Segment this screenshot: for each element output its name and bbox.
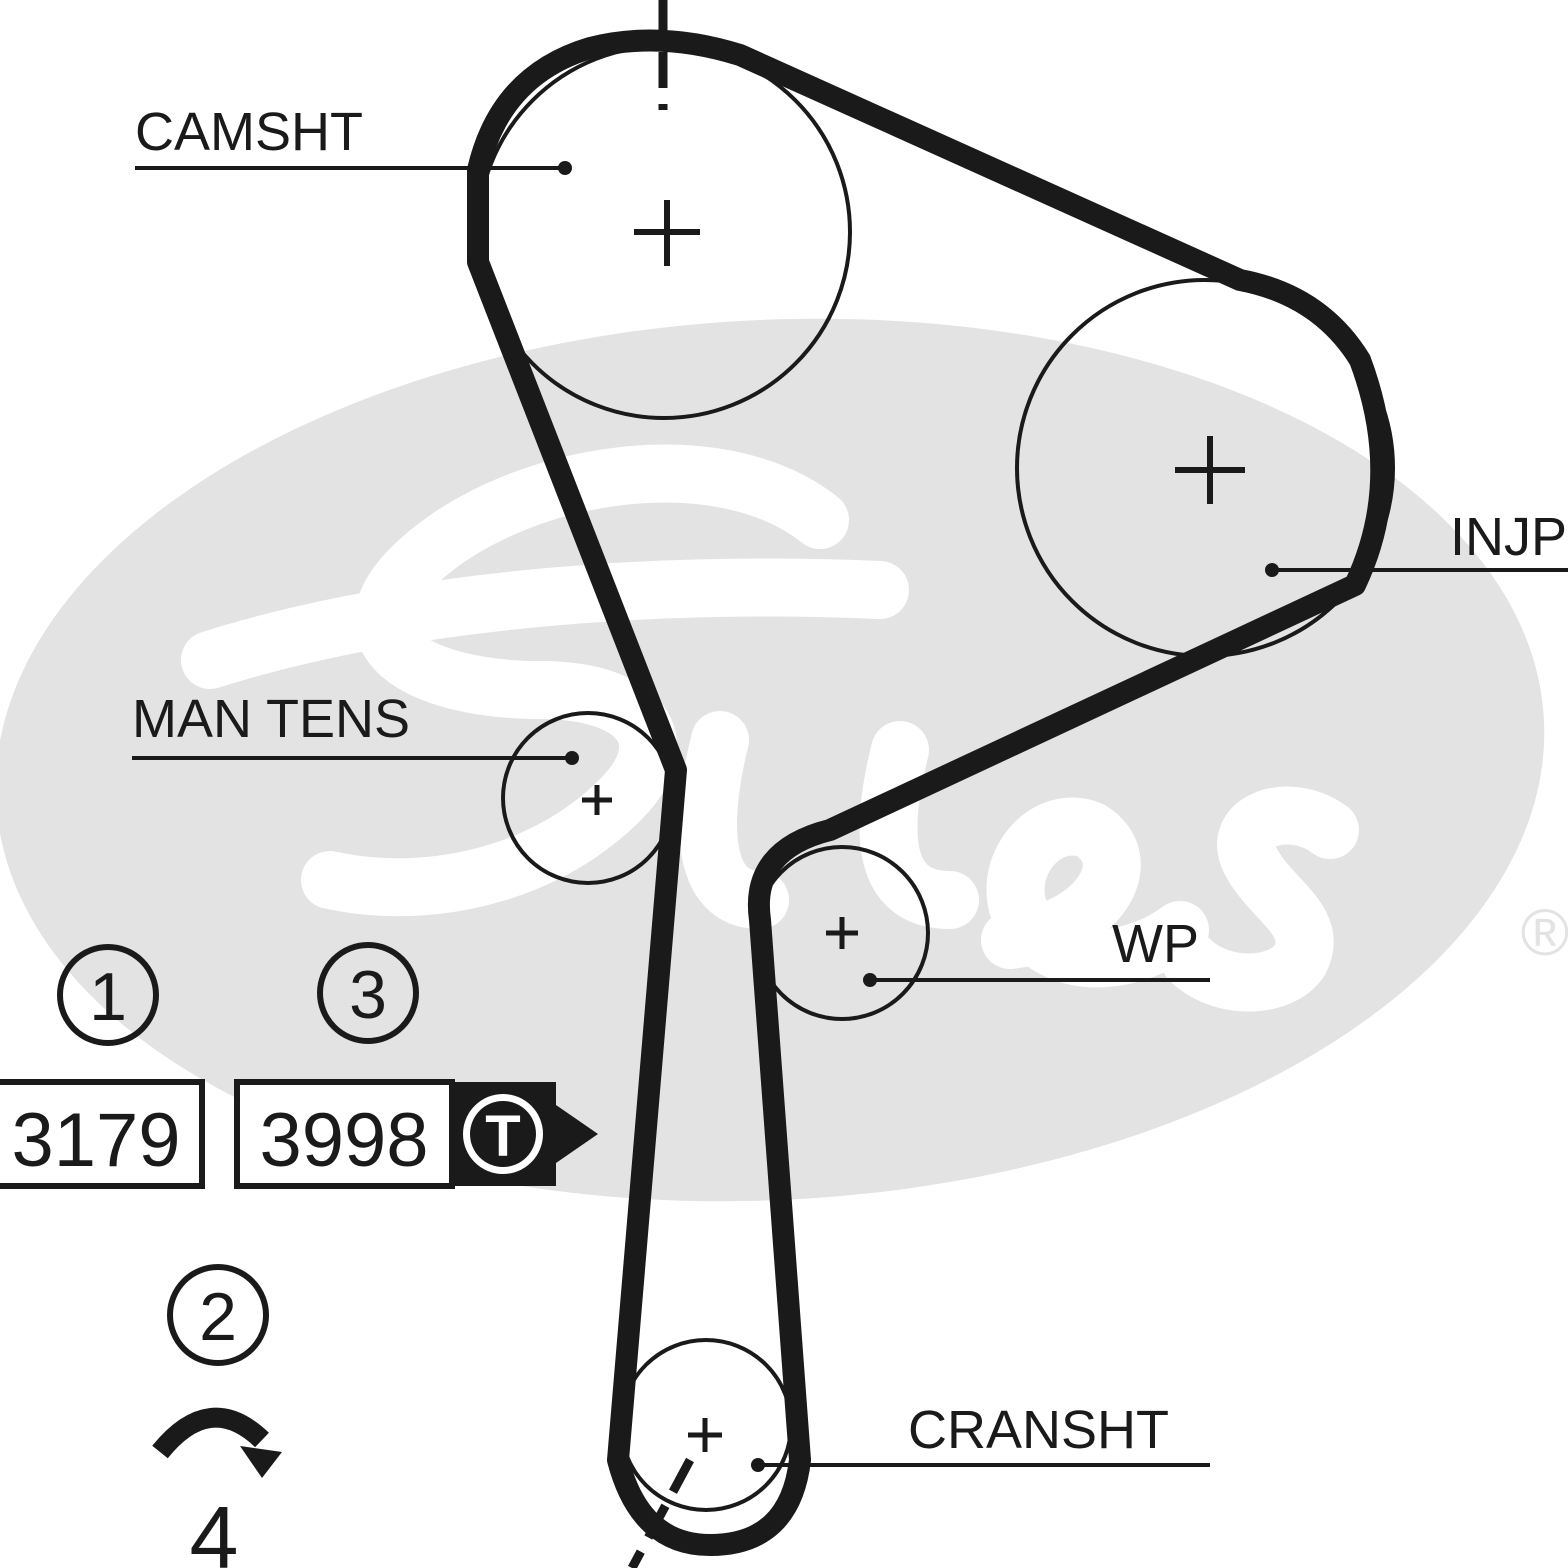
camshaft-label: CAMSHT	[135, 102, 363, 162]
manual-tensioner-label: MAN TENS	[132, 689, 410, 749]
water-pump-pulley	[754, 845, 930, 1021]
injection-pump-pulley	[1015, 278, 1395, 658]
timing-belt	[467, 29, 1393, 1556]
rotation-count: 4	[190, 1488, 239, 1568]
step-2-badge: 2	[167, 1264, 269, 1366]
step-1-badge: 1	[57, 944, 159, 1046]
svg-text:3: 3	[349, 957, 387, 1033]
svg-text:T: T	[485, 1104, 520, 1169]
svg-text:2: 2	[199, 1279, 237, 1355]
code-3998: 3998	[259, 1098, 428, 1183]
crankshaft-pulley	[619, 1338, 793, 1512]
code-box-2: 3998 T	[234, 1079, 598, 1189]
clockwise-arrow-icon	[152, 1407, 282, 1478]
manual-tensioner-pulley	[501, 711, 675, 885]
crankshaft-timing-mark	[628, 1457, 694, 1568]
registered-mark: ®	[1521, 895, 1568, 969]
code-box-1: 3179	[0, 1079, 205, 1189]
injection-pump-label: INJP	[1450, 507, 1567, 567]
torque-icon: T	[452, 1082, 598, 1186]
svg-text:1: 1	[89, 959, 127, 1035]
camshaft-pulley	[476, 44, 852, 420]
step-3-badge: 3	[317, 942, 419, 1044]
crankshaft-label: CRANSHT	[908, 1400, 1169, 1460]
code-3179: 3179	[11, 1098, 180, 1183]
water-pump-label: WP	[1112, 914, 1199, 974]
leader-lines	[132, 161, 1568, 1472]
